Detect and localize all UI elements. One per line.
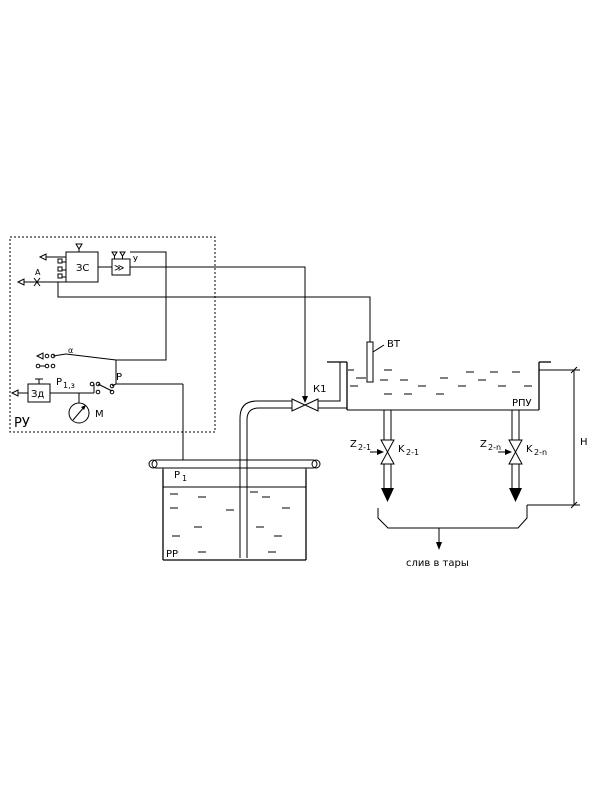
triangle-input-icon	[111, 251, 118, 257]
z21-sub: 2-1	[358, 443, 371, 452]
outlet-2-n	[498, 410, 523, 502]
sensor-zd-label: Зд	[31, 389, 44, 400]
arrow-down-icon	[302, 396, 308, 403]
k2n-sub: 2-n	[534, 448, 547, 457]
input-a-label: А	[35, 268, 41, 277]
triangle-input-icon	[119, 251, 126, 257]
tank-pressure-p1-label: Р	[174, 470, 180, 481]
signal-line-loop	[116, 251, 167, 361]
siphon-pipe-inner	[246, 407, 292, 558]
pressure-line-down	[182, 384, 186, 461]
triangle-input-icon	[75, 243, 83, 250]
amplifier-u-label: У	[133, 255, 138, 264]
siphon-pipe-outer	[239, 400, 292, 558]
relay-p-label: Р	[116, 372, 122, 383]
k2n-label: K	[526, 444, 533, 455]
arrow-right-icon	[10, 389, 19, 397]
head-tank-label: РПУ	[512, 398, 532, 409]
control-unit-label: РУ	[14, 416, 30, 431]
z2n-sub: 2-n	[488, 443, 501, 452]
manometer-label: М	[95, 409, 104, 420]
signal-line-to-bt	[57, 282, 371, 342]
valve-k1-label: К1	[313, 384, 326, 395]
supply-tank-label: РР	[166, 549, 178, 560]
arrow-down-icon	[436, 542, 442, 550]
z2n-label: Z	[480, 439, 487, 450]
alpha-switch-line	[65, 353, 117, 361]
arrow-left-icon	[35, 352, 44, 360]
arrow-left-icon	[16, 278, 25, 286]
level-sensor-bt	[366, 341, 374, 383]
p13-label: Р	[56, 377, 62, 388]
head-tank-liquid	[348, 369, 532, 395]
outlet-2-1	[370, 410, 395, 502]
drain-tray	[377, 505, 528, 529]
feed-pipe-outer	[318, 362, 341, 402]
drain-label: слив в тары	[406, 558, 469, 569]
valve-k1-icon	[291, 398, 307, 412]
amplifier-symbol: ≫	[114, 263, 124, 274]
setpoint-block-label: ЗС	[76, 263, 89, 274]
signal-line-to-k1	[130, 266, 306, 398]
k21-label: K	[398, 444, 405, 455]
level-sensor-label: ВТ	[387, 339, 401, 350]
p13-sub-label: 1,з	[63, 381, 75, 390]
k21-sub: 2-1	[406, 448, 419, 457]
arrow-left-icon	[38, 253, 47, 261]
height-label: Н	[580, 437, 588, 448]
alpha-label: α	[68, 346, 73, 355]
supply-tank	[148, 459, 321, 561]
supply-tank-liquid	[170, 491, 290, 553]
tank-pressure-p1-sub: 1	[182, 474, 187, 483]
z21-label: Z	[350, 439, 357, 450]
